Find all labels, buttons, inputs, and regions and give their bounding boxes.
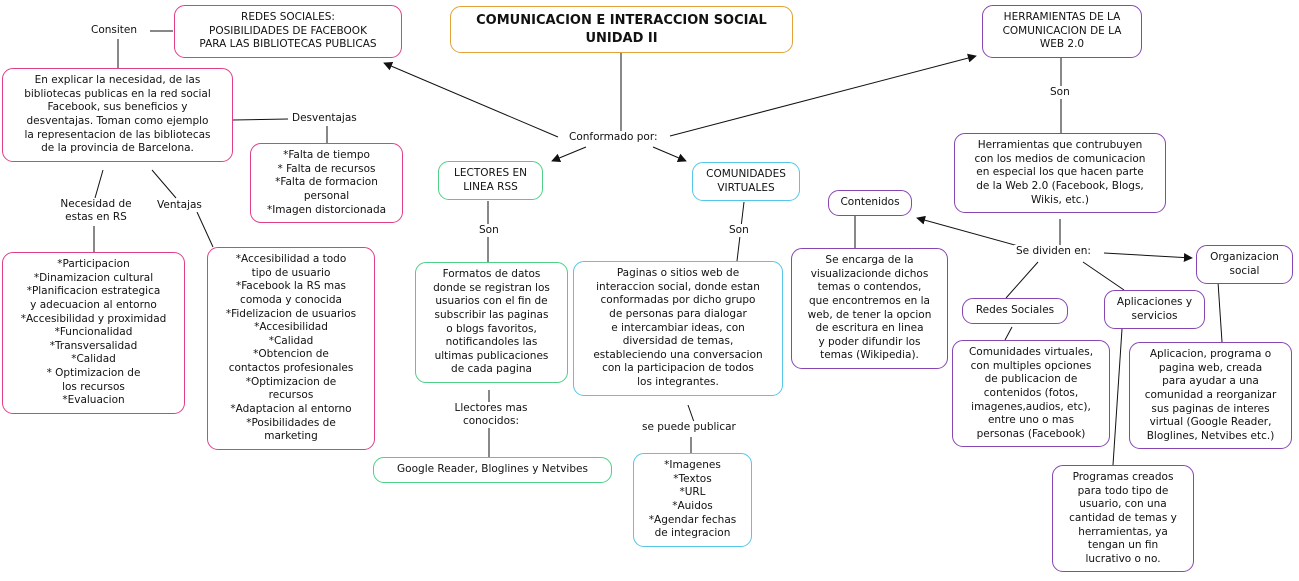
node-contenidos-desc: Se encarga de la visualizacionde dichos …	[791, 248, 948, 370]
node-lectores-rss: LECTORES EN LINEA RSS	[438, 161, 543, 201]
node-paginas-sitios-web: Paginas o sitios web de interaccion soci…	[573, 261, 783, 396]
label-se-dividen-en: Se dividen en:	[1014, 245, 1093, 259]
node-explicacion-facebook: En explicar la necesidad, de las bibliot…	[2, 68, 233, 162]
node-redes-sociales-facebook: REDES SOCIALES: POSIBILIDADES DE FACEBOO…	[174, 5, 402, 58]
node-desventajas-lista: *Falta de tiempo * Falta de recursos *Fa…	[250, 143, 403, 224]
label-son-lectores: Son	[477, 224, 501, 238]
label-desventajas: Desventajas	[290, 112, 359, 126]
node-herramientas-web20: HERRAMIENTAS DE LA COMUNICACION DE LA WE…	[982, 5, 1142, 58]
node-ventajas-lista: *Accesibilidad a todo tipo de usuario *F…	[207, 247, 375, 450]
label-llectores-conocidos: Llectores mas conocidos:	[430, 402, 552, 429]
label-ventajas: Ventajas	[155, 199, 204, 213]
label-consiten: Consiten	[89, 24, 140, 38]
node-redes-sociales: Redes Sociales	[962, 298, 1068, 324]
node-title: COMUNICACION E INTERACCION SOCIAL UNIDAD…	[450, 6, 793, 54]
node-programas-desc: Programas creados para todo tipo de usua…	[1052, 465, 1194, 573]
label-necesidad-rs: Necesidad de estas en RS	[40, 198, 152, 225]
label-son-comunidades: Son	[727, 224, 751, 238]
label-se-puede-publicar: se puede publicar	[640, 421, 738, 435]
label-son-herramientas: Son	[1048, 86, 1072, 100]
node-publicar-lista: *Imagenes *Textos *URL *Auidos *Agendar …	[633, 453, 752, 547]
node-comunidades-desc: Comunidades virtuales, con multiples opc…	[952, 340, 1110, 448]
node-aplicaciones-servicios: Aplicaciones y servicios	[1104, 290, 1205, 330]
node-herramientas-desc: Herramientas que contrubuyen con los med…	[954, 133, 1166, 214]
node-aplicaciones-desc: Aplicacion, programa o pagina web, cread…	[1129, 342, 1292, 450]
node-formatos-datos: Formatos de datos donde se registran los…	[415, 262, 568, 384]
label-conformado-por: Conformado por:	[567, 131, 660, 145]
node-contenidos: Contenidos	[828, 190, 912, 216]
node-comunidades-virtuales: COMUNIDADES VIRTUALES	[692, 162, 800, 202]
node-organizacion-social: Organizacion social	[1196, 245, 1293, 285]
node-necesidad-lista: *Participacion *Dinamizacion cultural *P…	[2, 252, 185, 415]
node-google-reader: Google Reader, Bloglines y Netvibes	[373, 457, 612, 483]
